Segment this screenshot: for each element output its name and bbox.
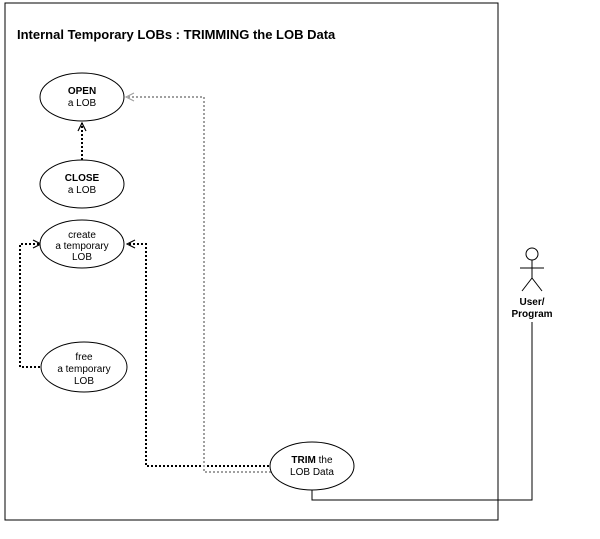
actor-stick-figure-icon bbox=[520, 247, 544, 292]
use-case-trim-line2: LOB Data bbox=[290, 467, 334, 478]
use-case-trim-title-rest: the bbox=[316, 455, 333, 466]
use-case-create: create a temporary LOB bbox=[39, 219, 125, 269]
free-to-create-link bbox=[19, 244, 44, 368]
use-case-free-line1: free bbox=[75, 352, 93, 363]
use-case-trim-title: TRIM bbox=[291, 455, 315, 466]
use-case-create-line1: create bbox=[68, 230, 96, 241]
actor-label-line1: User/ bbox=[519, 297, 544, 308]
actor-label-line2: Program bbox=[511, 309, 552, 320]
use-case-free: free a temporary LOB bbox=[40, 341, 128, 393]
use-case-close: CLOSE a LOB bbox=[39, 159, 125, 209]
use-case-open-title: OPEN bbox=[68, 86, 96, 97]
actor-to-trim-association bbox=[311, 322, 533, 501]
use-case-free-line2: a temporary bbox=[57, 364, 110, 375]
use-case-close-subtitle: a LOB bbox=[68, 185, 97, 196]
use-case-trim-line1: TRIM the bbox=[291, 455, 333, 466]
use-case-close-title: CLOSE bbox=[65, 173, 100, 184]
use-case-create-line2: a temporary bbox=[55, 241, 108, 252]
trim-to-create-link bbox=[127, 244, 273, 467]
system-boundary bbox=[4, 2, 499, 521]
use-case-open: OPEN a LOB bbox=[39, 72, 125, 122]
use-case-free-line3: LOB bbox=[74, 376, 94, 387]
use-case-open-subtitle: a LOB bbox=[68, 98, 97, 109]
use-case-create-line3: LOB bbox=[72, 252, 92, 263]
actor-user-program: User/ Program bbox=[511, 247, 553, 320]
trim-to-open-link bbox=[126, 97, 271, 473]
use-case-trim: TRIM the LOB Data bbox=[269, 441, 355, 491]
diagram-title: Internal Temporary LOBs : TRIMMING the L… bbox=[17, 27, 336, 42]
